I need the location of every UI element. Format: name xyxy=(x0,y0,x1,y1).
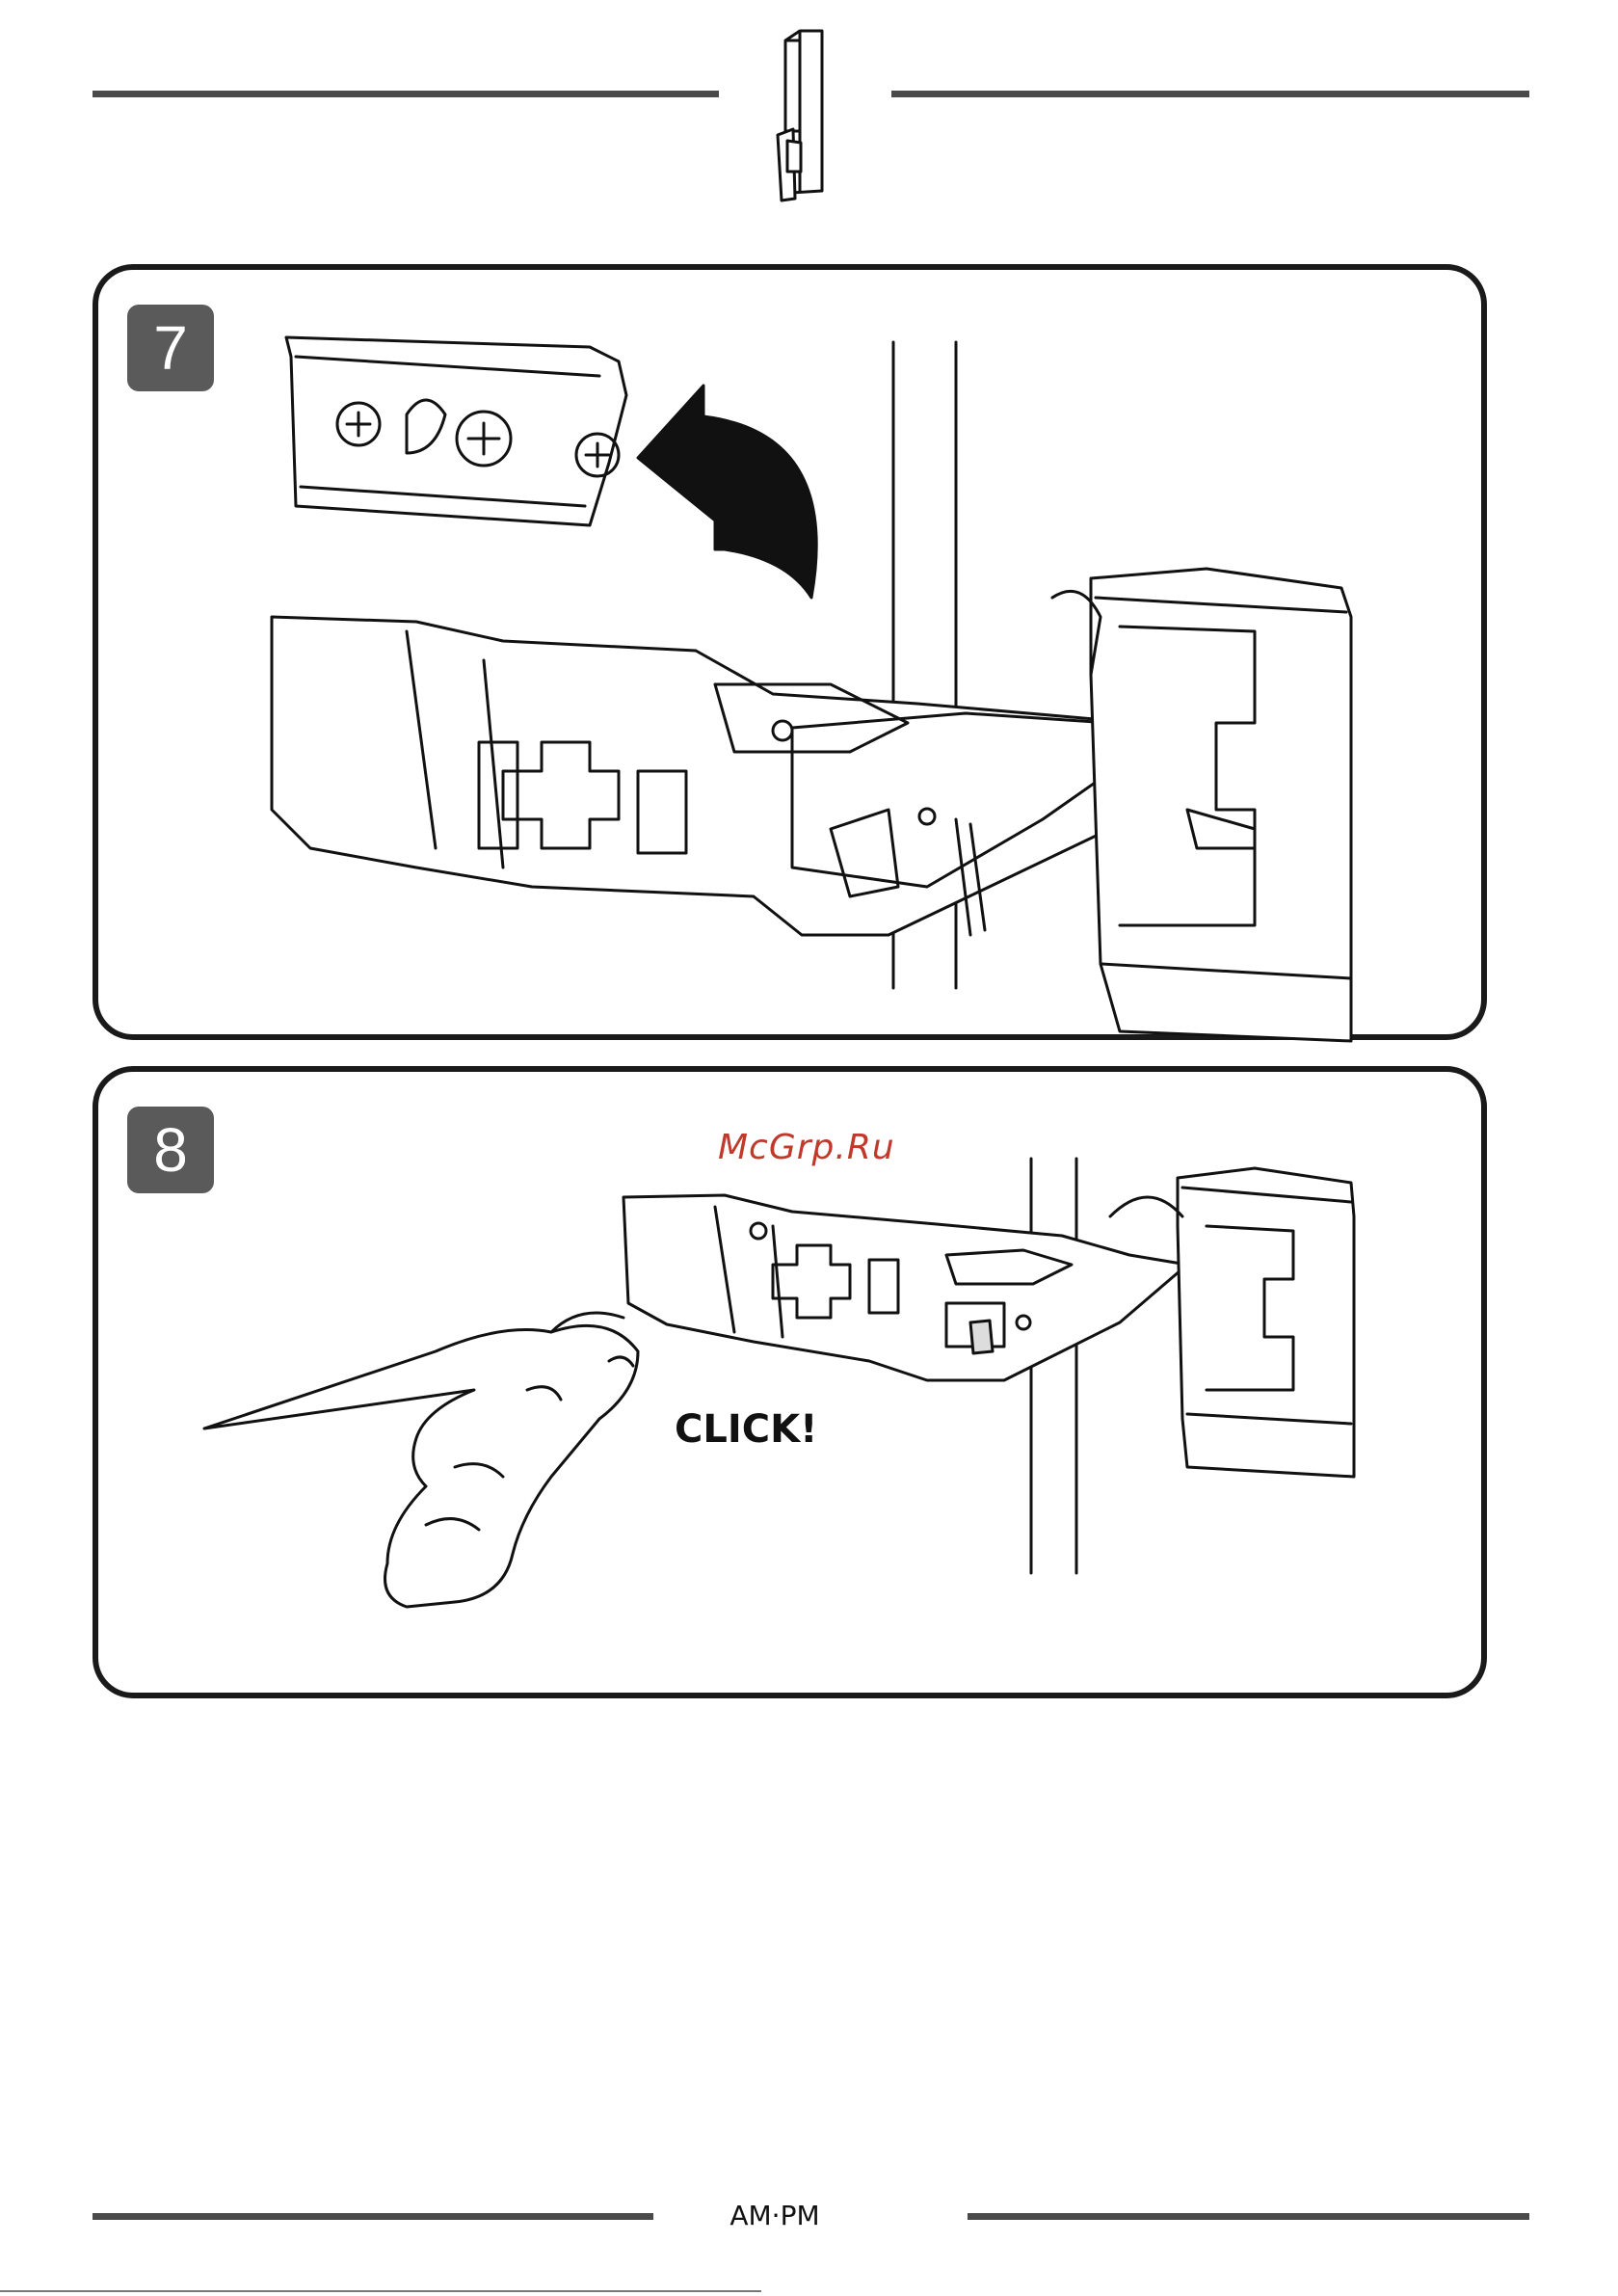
watermark-text: McGrp.Ru xyxy=(718,1128,895,1167)
header-rule-right xyxy=(891,91,1529,97)
click-sound-label: CLICK! xyxy=(675,1407,817,1452)
step-7-panel: 7 xyxy=(93,264,1487,1040)
footer-rule-left xyxy=(93,2213,653,2220)
footer-brand-logo: AM·PM xyxy=(717,2200,833,2231)
footer-rule-right xyxy=(968,2213,1529,2220)
footer-thin-line xyxy=(0,2290,761,2292)
hinge-illustration-step-7 xyxy=(98,270,1493,1046)
door-panel-icon xyxy=(766,27,843,205)
header-rule-left xyxy=(93,91,719,97)
